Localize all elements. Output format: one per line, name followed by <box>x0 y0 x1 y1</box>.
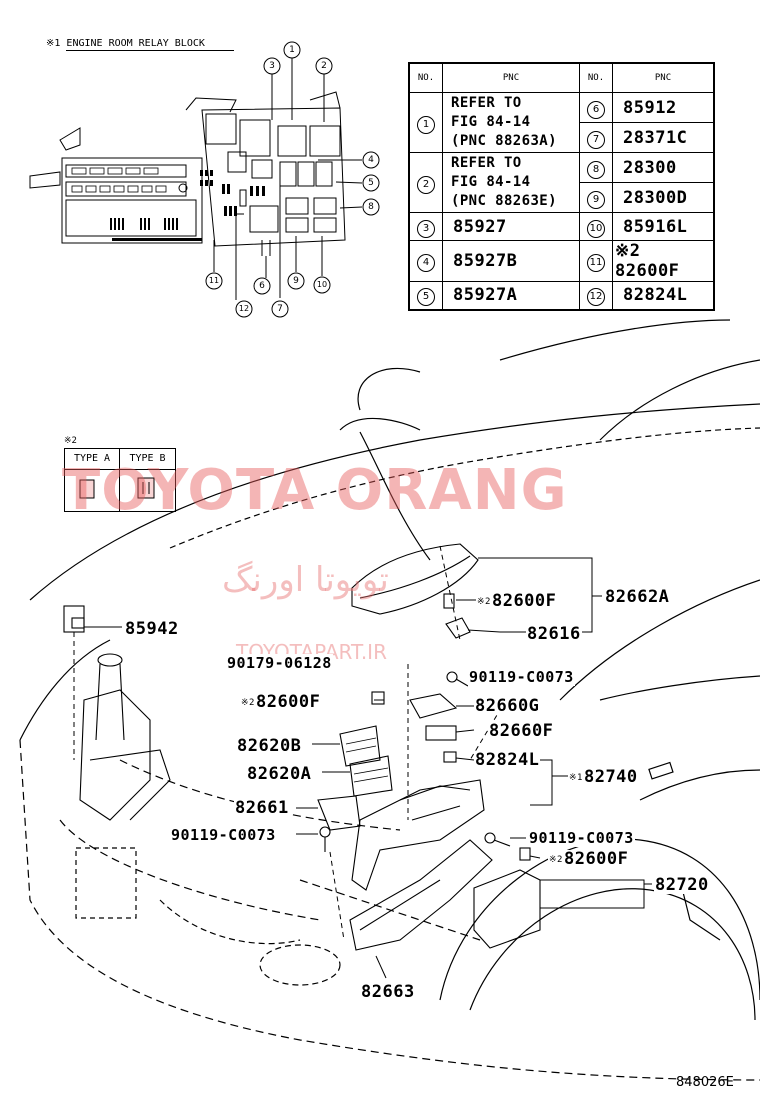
callout-6: 6 <box>259 281 265 291</box>
row-number: 12 <box>587 288 605 307</box>
relay-block-title-underline <box>66 50 234 51</box>
table-row: 1 REFER TO FIG 84-14 (PNC 88263A) 6 8591… <box>408 92 715 153</box>
fuse-type-icons <box>79 477 155 499</box>
table-row: 5 85927A 12 82824L <box>408 281 715 310</box>
car-outline-drawing <box>19 319 760 1081</box>
pnc-value: 85927 <box>442 212 580 241</box>
table-row: 9 28300D <box>409 182 715 213</box>
pnc-refer-line: REFER TO <box>451 95 522 111</box>
pnc-table: NO. PNC NO. PNC 1 REFER TO FIG 84-14 (PN… <box>408 62 715 311</box>
pnc-value: 28371C <box>612 122 715 153</box>
row-number: 9 <box>587 190 605 209</box>
callout-circles <box>205 41 380 318</box>
pnc-refer-line: (PNC 88263E) <box>451 193 557 209</box>
callout-10: 10 <box>316 280 328 289</box>
type-legend-note: ※2 <box>64 436 77 446</box>
part-85942: 85942 <box>124 619 180 639</box>
row-number: 2 <box>417 175 435 194</box>
part-82660G: 82660G <box>474 696 541 716</box>
part-82620B: 82620B <box>236 736 303 756</box>
part-90119-C0073-c: 90119-C0073 <box>528 829 635 847</box>
pnc-refer-line: REFER TO <box>451 155 522 171</box>
pnc-value: 85916L <box>612 212 715 241</box>
pnc-value: 28300 <box>612 152 715 183</box>
table-row: 3 85927 10 85916L <box>408 212 715 241</box>
type-divider <box>119 469 120 511</box>
watermark-persian: تویوتا اورنگ <box>222 560 389 600</box>
header-pnc-left: PNC <box>442 62 580 93</box>
note-marker: ※2 <box>549 855 563 865</box>
pnc-refer-line: (PNC 88263A) <box>451 133 557 149</box>
note-marker: ※2 <box>477 597 491 607</box>
row-number: 10 <box>587 219 605 238</box>
part-82824L: 82824L <box>474 750 541 770</box>
callout-2: 2 <box>321 61 327 71</box>
row-number: 6 <box>587 100 605 119</box>
table-row: 4 85927B 11 ※2 82600F <box>408 240 715 282</box>
header-no-left: NO. <box>408 62 443 93</box>
callout-11: 11 <box>208 276 220 285</box>
part-82616: 82616 <box>526 624 582 644</box>
row-number: 1 <box>417 115 435 134</box>
relay-block-drawing <box>29 58 363 300</box>
header-no-right: NO. <box>579 62 613 93</box>
pnc-table-header: NO. PNC NO. PNC <box>408 62 715 93</box>
callout-8: 8 <box>368 202 374 212</box>
note-marker: ※1 <box>569 773 583 783</box>
callout-3: 3 <box>269 61 275 71</box>
part-82600F-top: 82600F <box>491 591 557 611</box>
part-82620A: 82620A <box>246 764 313 784</box>
part-82663: 82663 <box>360 982 416 1002</box>
watermark-text: TOYOTA ORANG <box>62 458 568 523</box>
part-82720: 82720 <box>654 875 710 895</box>
relay-block-title: ※1 ENGINE ROOM RELAY BLOCK <box>46 38 205 49</box>
pnc-refer-line: FIG 84-14 <box>451 114 531 130</box>
parts-drawing <box>63 543 541 951</box>
pnc-refer-line: FIG 84-14 <box>451 174 531 190</box>
pnc-value: 82824L <box>612 281 715 310</box>
callout-4: 4 <box>368 155 374 165</box>
callout-12: 12 <box>238 304 250 313</box>
pnc-value: 28300D <box>612 182 715 213</box>
part-82660F: 82660F <box>488 721 555 741</box>
pnc-value: ※2 82600F <box>612 240 715 282</box>
row-number: 8 <box>587 160 605 179</box>
part-82600F-low: 82600F <box>563 849 629 869</box>
part-82600F-mid: 82600F <box>255 692 321 712</box>
row-number: 5 <box>417 288 435 307</box>
callout-9: 9 <box>293 276 299 286</box>
part-90119-C0073-a: 90119-C0073 <box>468 668 575 686</box>
callout-1: 1 <box>289 45 295 55</box>
type-a-label: TYPE A <box>65 449 120 470</box>
note-marker: ※2 <box>241 698 255 708</box>
part-82662A: 82662A <box>604 587 671 607</box>
part-82661: 82661 <box>234 798 290 818</box>
pnc-value: 85927A <box>442 281 580 310</box>
table-row: 2 REFER TO FIG 84-14 (PNC 88263E) 8 2830… <box>408 152 715 213</box>
type-b-label: TYPE B <box>120 449 175 470</box>
part-90179-06128: 90179-06128 <box>226 654 333 672</box>
header-pnc-right: PNC <box>612 62 715 93</box>
row-number: 4 <box>417 254 435 272</box>
figure-code: 848026E <box>676 1075 734 1090</box>
row-number: 7 <box>587 130 605 149</box>
part-90119-C0073-b: 90119-C0073 <box>170 826 277 844</box>
pnc-value: 85912 <box>612 92 715 123</box>
row-number: 3 <box>417 219 435 238</box>
type-legend: TYPE A TYPE B <box>64 448 176 512</box>
callout-7: 7 <box>277 304 283 314</box>
part-82740: 82740 <box>583 767 638 787</box>
pnc-value: 85927B <box>442 240 580 282</box>
row-number: 11 <box>587 254 605 272</box>
callout-5: 5 <box>368 178 374 188</box>
